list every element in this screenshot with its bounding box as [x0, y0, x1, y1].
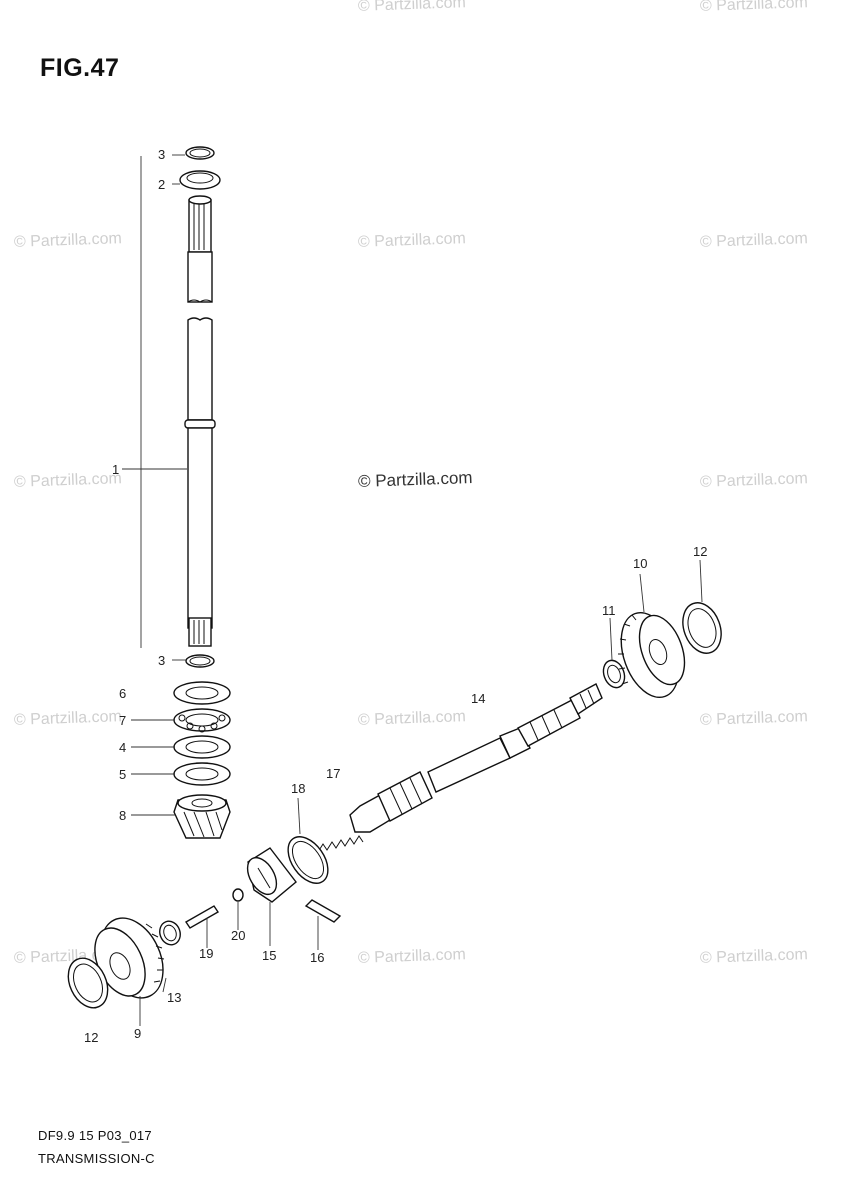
part-pin-long[interactable] [304, 899, 342, 923]
part-drive-shaft[interactable] [184, 195, 216, 647]
part-thrust-ring-lower[interactable] [61, 952, 116, 1014]
part-bearing[interactable] [179, 170, 221, 190]
diagram-code: DF9.9 15 P03_017 [38, 1128, 152, 1143]
callout-2: 2 [158, 177, 165, 192]
part-washer[interactable] [173, 735, 231, 759]
diagram-name: TRANSMISSION-C [38, 1151, 155, 1166]
part-pinion-gear[interactable] [173, 794, 231, 839]
callout-5: 5 [119, 767, 126, 782]
callout-12-upper: 12 [693, 544, 707, 559]
part-forward-gear[interactable] [611, 605, 694, 705]
part-reverse-gear[interactable] [85, 908, 175, 1008]
callout-19: 19 [199, 946, 213, 961]
callout-11: 11 [602, 603, 616, 618]
callout-6: 6 [119, 686, 126, 701]
callout-1: 1 [112, 462, 119, 477]
callout-3-top: 3 [158, 147, 165, 162]
part-clutch-ring[interactable] [280, 830, 336, 891]
callout-17: 17 [326, 766, 340, 781]
callout-labels: 3 2 1 3 6 7 4 5 8 10 12 11 14 17 18 20 1… [84, 147, 707, 1045]
callout-4: 4 [119, 740, 126, 755]
callout-14: 14 [471, 691, 485, 706]
part-circlip-bottom[interactable] [185, 654, 215, 668]
callout-9: 9 [134, 1026, 141, 1041]
callout-18: 18 [291, 781, 305, 796]
callout-10: 10 [633, 556, 647, 571]
part-pin-short[interactable] [185, 905, 219, 929]
part-propeller-shaft[interactable] [349, 683, 603, 833]
part-thrust-washer-upper[interactable] [173, 681, 231, 705]
callout-3-bottom: 3 [158, 653, 165, 668]
part-gear-washer[interactable] [156, 918, 183, 947]
part-shim[interactable] [173, 762, 231, 786]
callout-8: 8 [119, 808, 126, 823]
callout-13: 13 [167, 990, 181, 1005]
part-shaft-washer[interactable] [600, 657, 628, 690]
part-circlip-top[interactable] [185, 146, 215, 160]
callout-20: 20 [231, 928, 245, 943]
part-thrust-bearing[interactable] [173, 708, 231, 733]
figure-title: FIG.47 [40, 54, 120, 82]
part-clutch-dog[interactable] [242, 847, 297, 903]
callout-7: 7 [119, 713, 126, 728]
callout-12-lower: 12 [84, 1030, 98, 1045]
part-thrust-ring-upper[interactable] [676, 597, 728, 658]
callout-15: 15 [262, 948, 276, 963]
part-spring[interactable] [317, 835, 364, 853]
callout-16: 16 [310, 950, 324, 965]
leader-lines [122, 154, 703, 1026]
part-detent-ball[interactable] [232, 888, 244, 902]
